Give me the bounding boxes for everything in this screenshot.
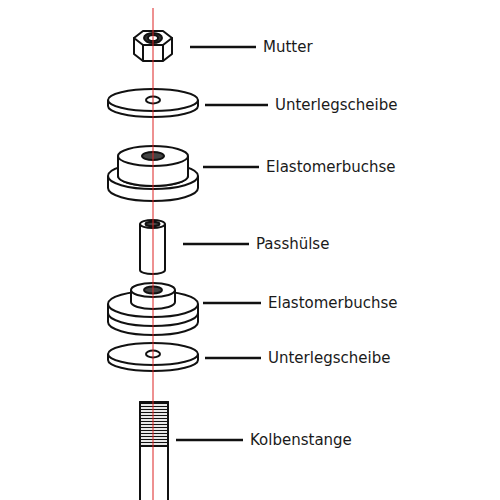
part-label: Passhülse: [256, 234, 329, 254]
leader-line: [190, 46, 256, 49]
leader-line: [183, 243, 249, 246]
part-label: Unterlegscheibe: [268, 348, 390, 368]
leader-line: [203, 166, 259, 169]
part-label: Mutter: [263, 37, 313, 57]
piston-rod: [140, 402, 168, 500]
part-label: Elastomerbuchse: [266, 157, 396, 177]
part-label: Kolbenstange: [250, 430, 352, 450]
part-label: Unterlegscheibe: [275, 95, 397, 115]
center-axis: [153, 8, 154, 500]
leader-line: [205, 357, 261, 360]
part-label: Elastomerbuchse: [268, 293, 398, 313]
leader-line: [203, 302, 261, 305]
leader-line: [176, 439, 243, 442]
leader-line: [205, 104, 268, 107]
